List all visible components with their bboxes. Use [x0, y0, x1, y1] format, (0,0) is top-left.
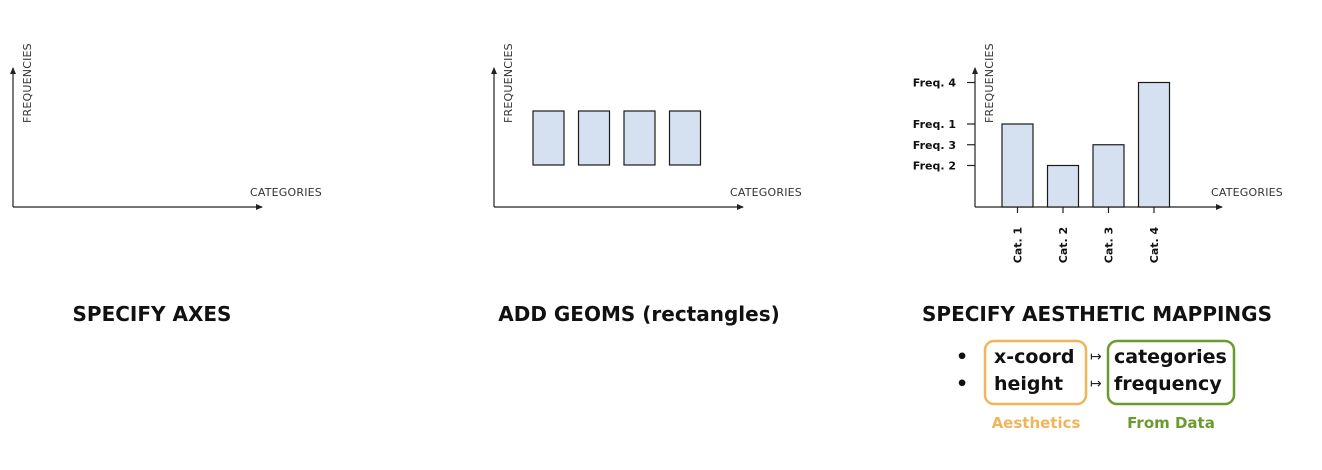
data-frequency: frequency: [1114, 373, 1222, 395]
aesthetics-label: Aesthetics: [992, 414, 1081, 432]
bullet: •: [956, 346, 968, 368]
bar: [1092, 144, 1125, 208]
panel-caption: ADD GEOMS (rectangles): [498, 302, 780, 326]
aesthetic-height: height: [994, 373, 1063, 395]
bar: [1137, 81, 1171, 208]
y-axis-title: FREQUENCIES: [983, 43, 996, 123]
aesthetic-x-coord: x-coord: [994, 346, 1074, 368]
maps-to-arrow: ↦: [1090, 349, 1102, 365]
x-tick-label: Cat. 3: [1103, 227, 1116, 263]
geom-rectangle: [577, 110, 611, 166]
panel-caption: SPECIFY AXES: [73, 302, 232, 326]
from-data-box: [1106, 339, 1236, 406]
y-tick-label: Freq. 1: [913, 118, 956, 131]
y-tick-label: Freq. 2: [913, 160, 956, 173]
data-categories: categories: [1114, 346, 1227, 368]
y-tick-label: Freq. 4: [913, 77, 957, 90]
x-tick-label: Cat. 1: [1012, 227, 1025, 263]
geom-rectangles: [532, 110, 702, 166]
bullet: •: [956, 373, 968, 395]
x-axis-title: CATEGORIES: [250, 186, 322, 199]
y-axis-title: FREQUENCIES: [21, 43, 34, 123]
x-axis-title: CATEGORIES: [1211, 186, 1283, 199]
geom-rectangle: [623, 110, 656, 166]
y-ticks: Freq. 1 Freq. 2 Freq. 3 Freq. 4: [913, 77, 975, 173]
geom-rectangle: [532, 110, 565, 166]
bar: [1046, 164, 1080, 208]
x-axis-title: CATEGORIES: [730, 186, 802, 199]
bar-chart-marks: [1001, 81, 1171, 208]
panel-caption: SPECIFY AESTHETIC MAPPINGS: [922, 302, 1272, 326]
maps-to-arrow: ↦: [1090, 376, 1102, 392]
aesthetic-mapping-legend: • • x-coord height ↦ ↦ categories freque…: [956, 339, 1236, 432]
aesthetics-box: [983, 339, 1088, 406]
panel-add-geoms: FREQUENCIES CATEGORIES ADD GEOMS (rectan…: [491, 43, 802, 326]
panel-specify-axes: FREQUENCIES CATEGORIES SPECIFY AXES: [10, 43, 322, 326]
bar: [1001, 123, 1034, 208]
y-axis-title: FREQUENCIES: [502, 43, 515, 123]
x-tick-label: Cat. 4: [1148, 226, 1161, 263]
y-tick-label: Freq. 3: [913, 139, 956, 152]
geom-rectangle: [668, 110, 702, 166]
from-data-label: From Data: [1127, 414, 1215, 432]
x-ticks: Cat. 1 Cat. 2 Cat. 3 Cat. 4: [1012, 207, 1161, 263]
x-tick-label: Cat. 2: [1057, 227, 1070, 263]
